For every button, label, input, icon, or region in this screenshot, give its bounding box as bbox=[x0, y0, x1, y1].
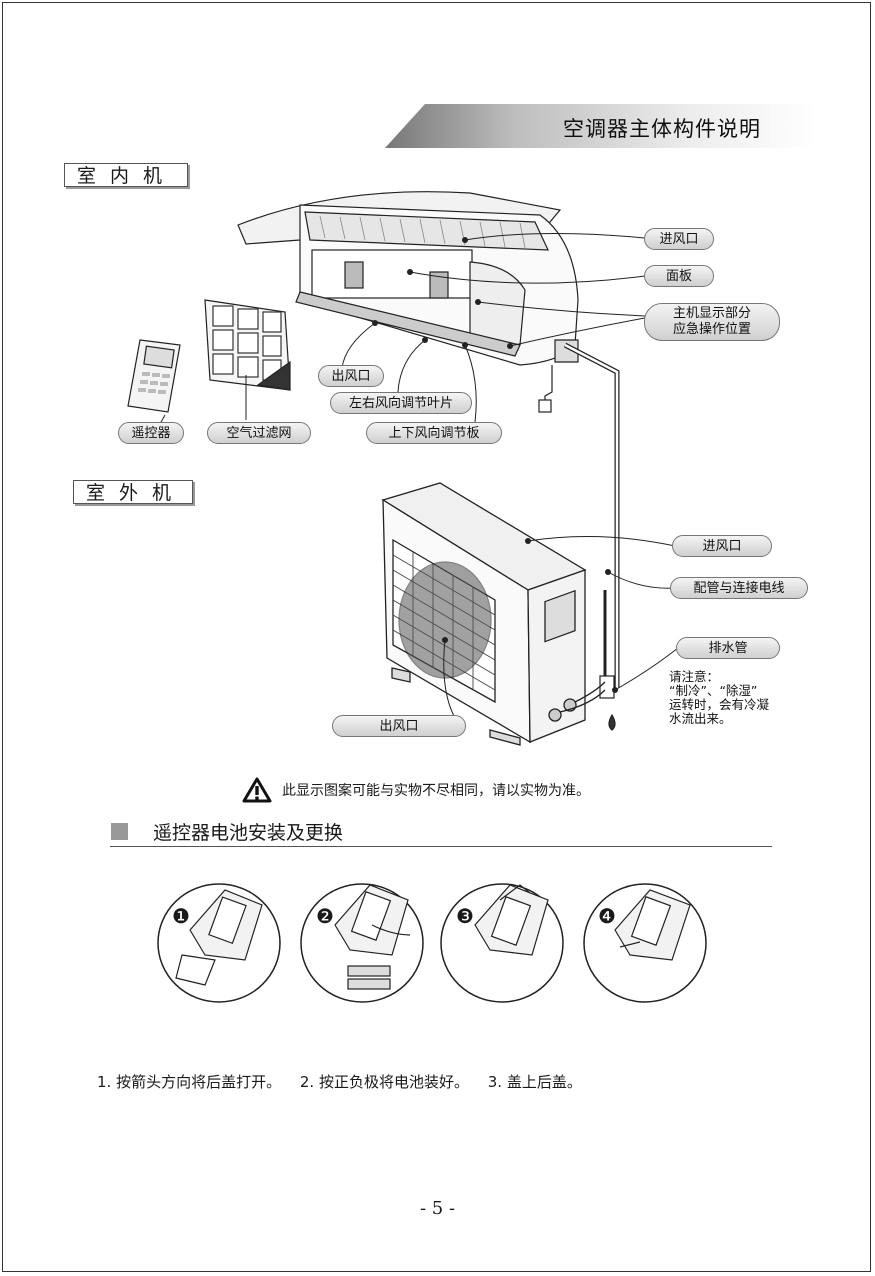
callout-display-line1: 主机显示部分 bbox=[672, 306, 751, 321]
battery-step-drawings bbox=[175, 884, 691, 990]
piping-illustration bbox=[563, 342, 620, 731]
callout-filter: 空气过滤网 bbox=[207, 422, 311, 444]
note-line3: 运转时，会有冷凝 bbox=[669, 697, 770, 712]
warning-row: 此显示图案可能与实物不尽相同，请以实物为准。 bbox=[242, 777, 590, 803]
callout-display: 主机显示部分 应急操作位置 bbox=[644, 303, 780, 341]
note-line1: 请注意： bbox=[669, 669, 720, 684]
callout-remote: 遥控器 bbox=[118, 422, 184, 444]
callout-display-line2: 应急操作位置 bbox=[672, 322, 751, 337]
callout-panel: 面板 bbox=[644, 265, 714, 287]
battery-section-title: 遥控器电池安装及更换 bbox=[153, 822, 344, 844]
battery-steps: 1. 按箭头方向将后盖打开。 2. 按正负极将电池装好。 3. 盖上后盖。 bbox=[97, 1071, 596, 1092]
callout-outdoor-air-inlet: 进风口 bbox=[672, 535, 772, 557]
filter-illustration bbox=[204, 299, 291, 391]
indoor-unit-illustration bbox=[237, 191, 579, 413]
callout-drain: 排水管 bbox=[676, 637, 780, 659]
battery-step-3: 3. 盖上后盖。 bbox=[487, 1073, 582, 1091]
callout-indoor-air-inlet: 进风口 bbox=[644, 228, 714, 250]
note-line4: 水流出来。 bbox=[669, 711, 732, 726]
indoor-leader-dots bbox=[372, 237, 513, 349]
page-number: - 5 - bbox=[419, 1198, 456, 1219]
condensation-note: 请注意： “制冷”、“除湿” 运转时，会有冷凝 水流出来。 bbox=[669, 670, 769, 726]
page-title: 空调器主体构件说明 bbox=[563, 117, 761, 141]
outdoor-unit-illustration bbox=[381, 482, 606, 746]
battery-section-header: 遥控器电池安装及更换 bbox=[110, 818, 772, 847]
step-marker-2: ❷ bbox=[316, 904, 334, 928]
battery-step-2: 2. 按正负极将电池装好。 bbox=[299, 1073, 469, 1091]
callout-piping: 配管与连接电线 bbox=[670, 577, 808, 599]
callout-ud-flap: 上下风向调节板 bbox=[366, 422, 502, 444]
battery-step-1: 1. 按箭头方向将后盖打开。 bbox=[97, 1073, 282, 1091]
step-marker-1: ❶ bbox=[172, 904, 190, 928]
title-banner bbox=[385, 104, 815, 148]
note-line2: “制冷”、“除湿” bbox=[669, 683, 758, 698]
outdoor-section-label: 室外机 bbox=[73, 480, 193, 504]
indoor-leader-lines bbox=[159, 232, 646, 425]
callout-outdoor-air-outlet: 出风口 bbox=[332, 715, 466, 737]
warning-text: 此显示图案可能与实物不尽相同，请以实物为准。 bbox=[282, 783, 590, 799]
outdoor-leader-lines bbox=[443, 536, 679, 719]
callout-indoor-air-outlet: 出风口 bbox=[318, 365, 384, 387]
remote-illustration bbox=[127, 339, 181, 413]
section-square-icon bbox=[111, 823, 128, 840]
step-marker-3: ❸ bbox=[456, 904, 474, 928]
indoor-section-label: 室内机 bbox=[64, 163, 188, 187]
warning-triangle-icon bbox=[242, 777, 272, 803]
callout-lr-louver: 左右风向调节叶片 bbox=[330, 392, 472, 414]
step-marker-4: ❹ bbox=[598, 904, 616, 928]
